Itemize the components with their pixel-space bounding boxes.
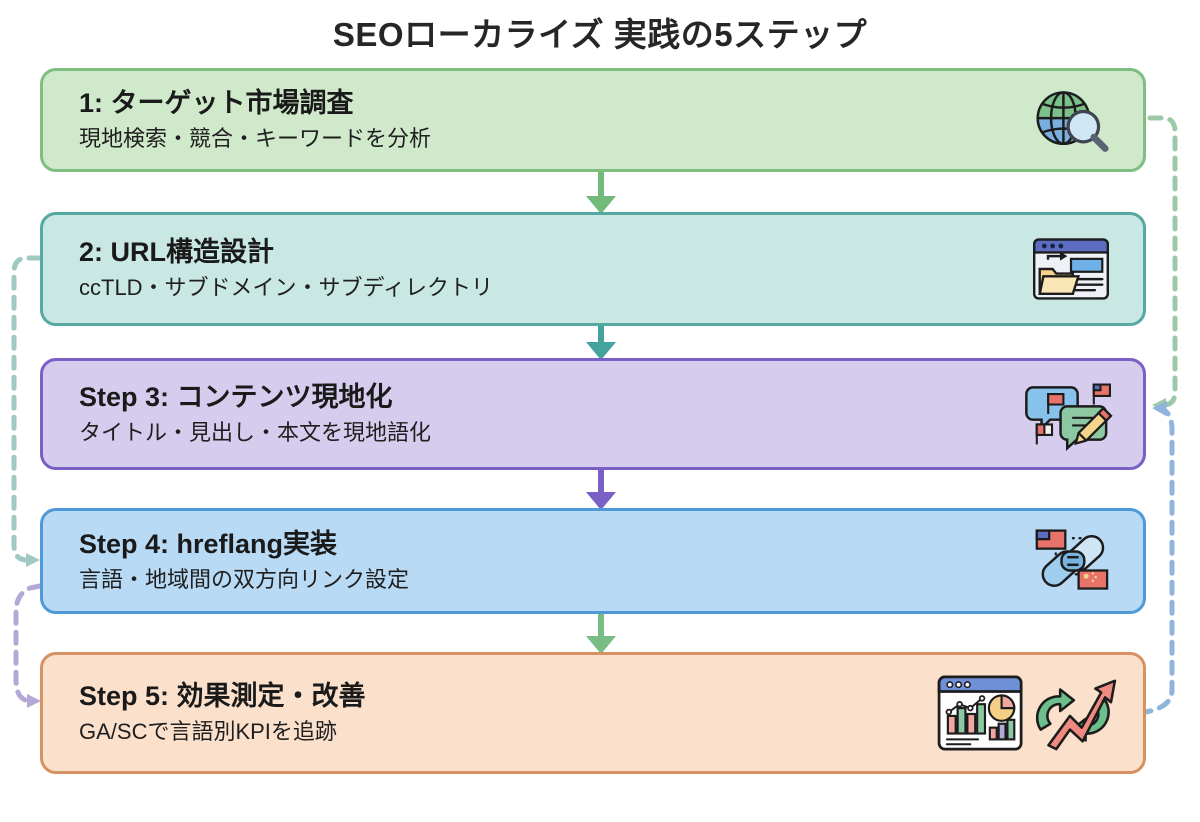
arrow-step1-to-step2: [586, 170, 616, 214]
step-1-description: 現地検索・競合・キーワードを分析: [79, 125, 432, 151]
step-1-title: 1: ターゲット市場調査: [79, 87, 354, 118]
step-2-text: 2: URL構造設計 ccTLD・サブドメイン・サブディレクトリ: [79, 236, 1021, 302]
feedback-arrowhead-step3-right-b: [1152, 401, 1167, 416]
step-3-title: Step 3: コンテンツ現地化: [79, 381, 393, 412]
chain-link-flags-icon: [1021, 522, 1121, 600]
step-5-description: GA/SCで言語別KPIを追跡: [79, 718, 337, 744]
step-3-description: タイトル・見出し・本文を現地語化: [79, 419, 432, 445]
feedback-arrowhead-step4-left: [26, 553, 40, 567]
analytics-growth-icon: [931, 674, 1121, 752]
step-box-1[interactable]: 1: ターゲット市場調査 現地検索・競合・キーワードを分析: [40, 68, 1146, 172]
globe-magnifier-icon: [1021, 81, 1121, 159]
feedback-arrowhead-step3-right-a: [1152, 398, 1166, 412]
step-box-2[interactable]: 2: URL構造設計 ccTLD・サブドメイン・サブディレクトリ: [40, 212, 1146, 326]
feedback-line-step1-step3: [1147, 115, 1178, 408]
step-4-title: Step 4: hreflang実装: [79, 528, 338, 559]
arrow-step3-to-step4: [586, 468, 616, 510]
step-4-description: 言語・地域間の双方向リンク設定: [79, 566, 410, 592]
step-4-text: Step 4: hreflang実装 言語・地域間の双方向リンク設定: [79, 528, 1021, 594]
step-1-text: 1: ターゲット市場調査 現地検索・競合・キーワードを分析: [79, 87, 1021, 153]
arrow-step2-to-step3: [586, 322, 616, 360]
page-title: SEOローカライズ 実践の5ステップ: [332, 16, 868, 53]
speech-bubbles-flags-pencil-icon: [1021, 375, 1121, 453]
step-2-title: 2: URL構造設計: [79, 236, 274, 267]
browser-folder-icon: [1021, 230, 1121, 308]
step-2-description: ccTLD・サブドメイン・サブディレクトリ: [79, 274, 494, 300]
step-box-4[interactable]: Step 4: hreflang実装 言語・地域間の双方向リンク設定: [40, 508, 1146, 614]
feedback-line-step2-step4: [11, 255, 43, 563]
step-5-text: Step 5: 効果測定・改善 GA/SCで言語別KPIを追跡: [79, 680, 931, 746]
feedback-line-step3-step5: [13, 583, 43, 704]
arrow-step4-to-step5: [586, 610, 616, 654]
step-box-3[interactable]: Step 3: コンテンツ現地化 タイトル・見出し・本文を現地語化: [40, 358, 1146, 470]
step-box-5[interactable]: Step 5: 効果測定・改善 GA/SCで言語別KPIを追跡: [40, 652, 1146, 774]
feedback-arrowhead-step5-left: [27, 694, 41, 708]
step-3-text: Step 3: コンテンツ現地化 タイトル・見出し・本文を現地語化: [79, 381, 1021, 447]
step-5-title: Step 5: 効果測定・改善: [79, 680, 366, 711]
